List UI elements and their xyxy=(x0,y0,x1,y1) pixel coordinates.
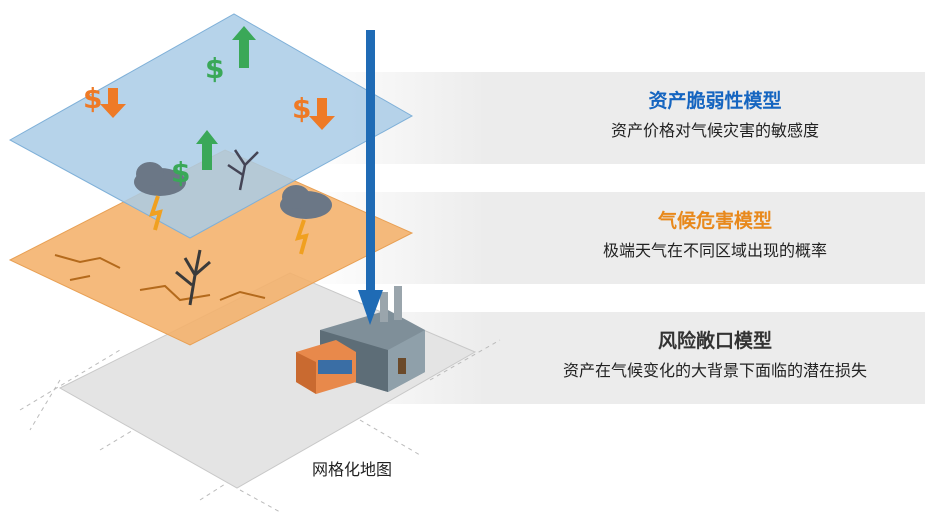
arrow-down-icon xyxy=(358,30,383,325)
dollar-down-icon-2: $ xyxy=(292,92,335,130)
exposure-model-title: 风险敞口模型 xyxy=(657,330,772,352)
factory-icon xyxy=(296,286,425,394)
dollar-up-icon-2: $ xyxy=(171,130,218,189)
hazard-model-text: 气候危害模型 极端天气在不同区域出现的概率 xyxy=(500,208,925,264)
vulnerability-model-text: 资产脆弱性模型 资产价格对气候灾害的敏感度 xyxy=(500,88,925,144)
hazard-model-description: 极端天气在不同区域出现的概率 xyxy=(602,241,827,260)
svg-text:$: $ xyxy=(171,156,190,189)
svg-text:$: $ xyxy=(292,92,311,125)
exposure-model-text: 风险敞口模型 资产在气候变化的大背景下面临的潜在损失 xyxy=(500,328,925,384)
dollar-down-icon: $ xyxy=(83,82,126,118)
storm-cloud-icon xyxy=(134,162,186,231)
exposure-model-description: 资产在气候变化的大背景下面临的潜在损失 xyxy=(562,361,867,380)
dead-tree-icon-2 xyxy=(227,149,259,191)
hazard-model-title: 气候危害模型 xyxy=(657,210,772,232)
vulnerability-model-description: 资产价格对气候灾害的敏感度 xyxy=(610,121,819,140)
asset-vulnerability-layer xyxy=(8,13,414,239)
dead-tree-icon xyxy=(175,249,211,306)
grid-map-label: 网格化地图 xyxy=(312,460,393,479)
vulnerability-model-title: 资产脆弱性模型 xyxy=(648,90,782,112)
storm-cloud-icon-2 xyxy=(280,185,332,255)
dollar-up-icon: $ xyxy=(205,26,256,85)
band-hazard xyxy=(300,192,925,284)
svg-text:$: $ xyxy=(83,82,102,115)
crack-icon xyxy=(54,254,266,302)
svg-text:$: $ xyxy=(205,52,224,85)
